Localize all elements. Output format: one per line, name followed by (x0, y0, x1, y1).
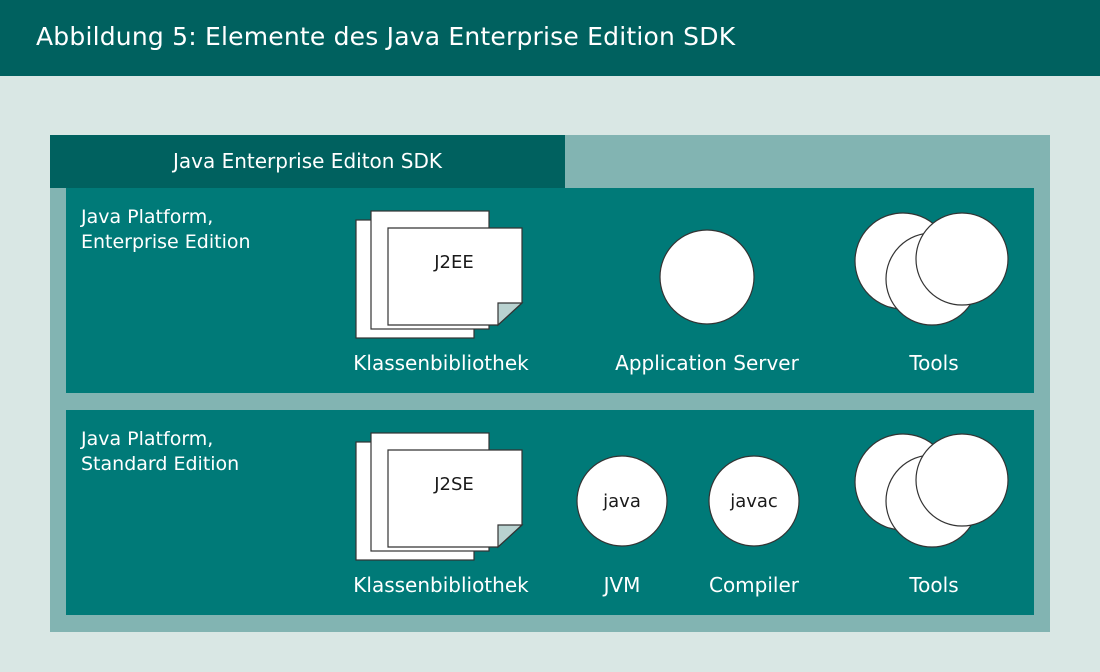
se-jvm-caption: JVM (602, 573, 641, 597)
se-tools-circle-right (915, 433, 1009, 527)
se-compiler-circle (708, 455, 800, 547)
se-library-icon: J2SE (355, 432, 524, 561)
figure-title: Abbildung 5: Elemente des Java Enterpris… (36, 22, 736, 51)
panel-ee-title-line1: Java Platform, (81, 206, 214, 228)
panel-se-title: Java Platform, Standard Edition (81, 427, 239, 477)
panel-se-title-line1: Java Platform, (81, 428, 214, 450)
panel-ee-title: Java Platform, Enterprise Edition (81, 205, 251, 255)
ee-tools-icon (854, 212, 1009, 326)
se-jvm-icon: java (576, 455, 668, 547)
ee-library-caption: Klassenbibliothek (353, 351, 529, 375)
ee-library-page-fold (497, 302, 524, 327)
ee-tools-circle-right (915, 212, 1009, 306)
sdk-tab-label: Java Enterprise Editon SDK (172, 149, 443, 173)
se-tools-icon (854, 433, 1009, 548)
se-tools-caption: Tools (908, 573, 958, 597)
ee-server-icon (659, 229, 755, 325)
se-jvm-circle (576, 455, 668, 547)
panel-ee-title-line2: Enterprise Edition (81, 231, 251, 253)
se-jvm-badge: java (602, 491, 641, 512)
se-library-caption: Klassenbibliothek (353, 573, 529, 597)
sdk-tab: Java Enterprise Editon SDK (50, 135, 565, 188)
panel-se-title-line2: Standard Edition (81, 453, 240, 475)
ee-server-caption: Application Server (615, 351, 799, 375)
se-library-badge: J2SE (433, 474, 474, 495)
se-compiler-badge: javac (729, 491, 778, 512)
se-compiler-icon: javac (708, 455, 800, 547)
ee-tools-caption: Tools (908, 351, 958, 375)
header-bar: Abbildung 5: Elemente des Java Enterpris… (0, 0, 1100, 76)
ee-library-badge: J2EE (433, 252, 474, 273)
se-compiler-caption: Compiler (709, 573, 800, 597)
ee-server-circle (659, 229, 755, 325)
se-library-page-fold (497, 524, 524, 549)
ee-library-icon: J2EE (355, 210, 524, 339)
